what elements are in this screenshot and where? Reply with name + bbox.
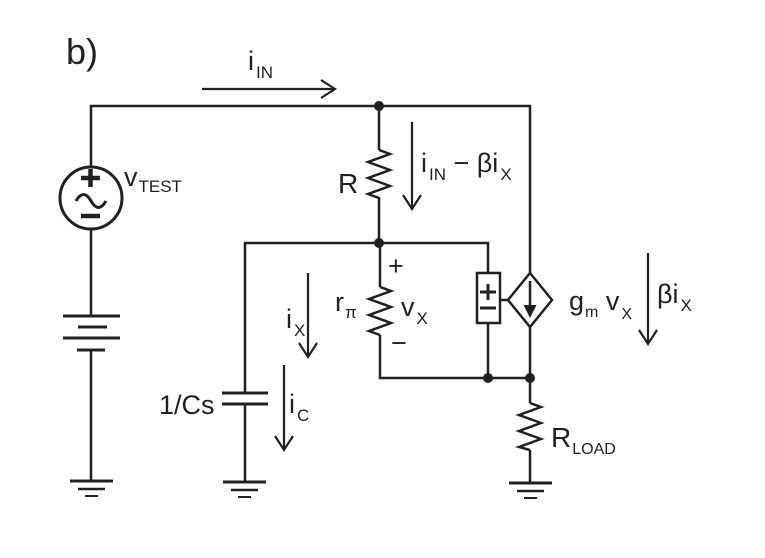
node-dot	[525, 373, 535, 383]
current-arrow-iin	[202, 79, 338, 99]
current-arrow-iin-minus-bix	[402, 122, 422, 212]
source-arrow-head	[523, 305, 537, 318]
resistor-R	[364, 148, 394, 200]
capacitor-plates	[222, 391, 268, 406]
polarity-sense-box	[475, 271, 502, 325]
plus-sign	[81, 169, 100, 187]
dependent-current-source	[506, 271, 554, 329]
label-vx-minus: −	[391, 328, 407, 358]
label-vx-plus: +	[388, 251, 404, 281]
resistor-rload	[514, 401, 545, 452]
wire-top-rail	[89, 104, 532, 273]
battery-symbol	[63, 314, 120, 352]
label-vtest: vTEST	[124, 162, 182, 196]
source-circle	[58, 165, 124, 231]
wires	[89, 104, 532, 483]
node-dot	[374, 101, 384, 111]
node-dot	[483, 373, 493, 383]
wire-mid-rail	[243, 241, 490, 393]
figure-label: b)	[66, 31, 98, 72]
plus-sign	[480, 284, 496, 300]
ac-voltage-source	[58, 165, 124, 231]
current-arrow-ix	[298, 273, 318, 360]
label-rload: RLOAD	[551, 422, 616, 458]
ground-symbol	[70, 479, 113, 497]
label-capacitor: 1/Cs	[159, 390, 215, 420]
ground-symbol	[509, 481, 552, 499]
wire-bottom-rail	[378, 335, 530, 380]
label-r: R	[338, 168, 358, 199]
current-arrow-bix	[638, 253, 658, 347]
current-arrow-ic	[274, 365, 294, 453]
sine-wave-icon	[74, 193, 108, 209]
resistor-rpi	[365, 285, 395, 337]
label-rpi: rπ	[335, 287, 357, 322]
node-dot	[374, 238, 384, 248]
ground-symbol	[223, 480, 266, 498]
